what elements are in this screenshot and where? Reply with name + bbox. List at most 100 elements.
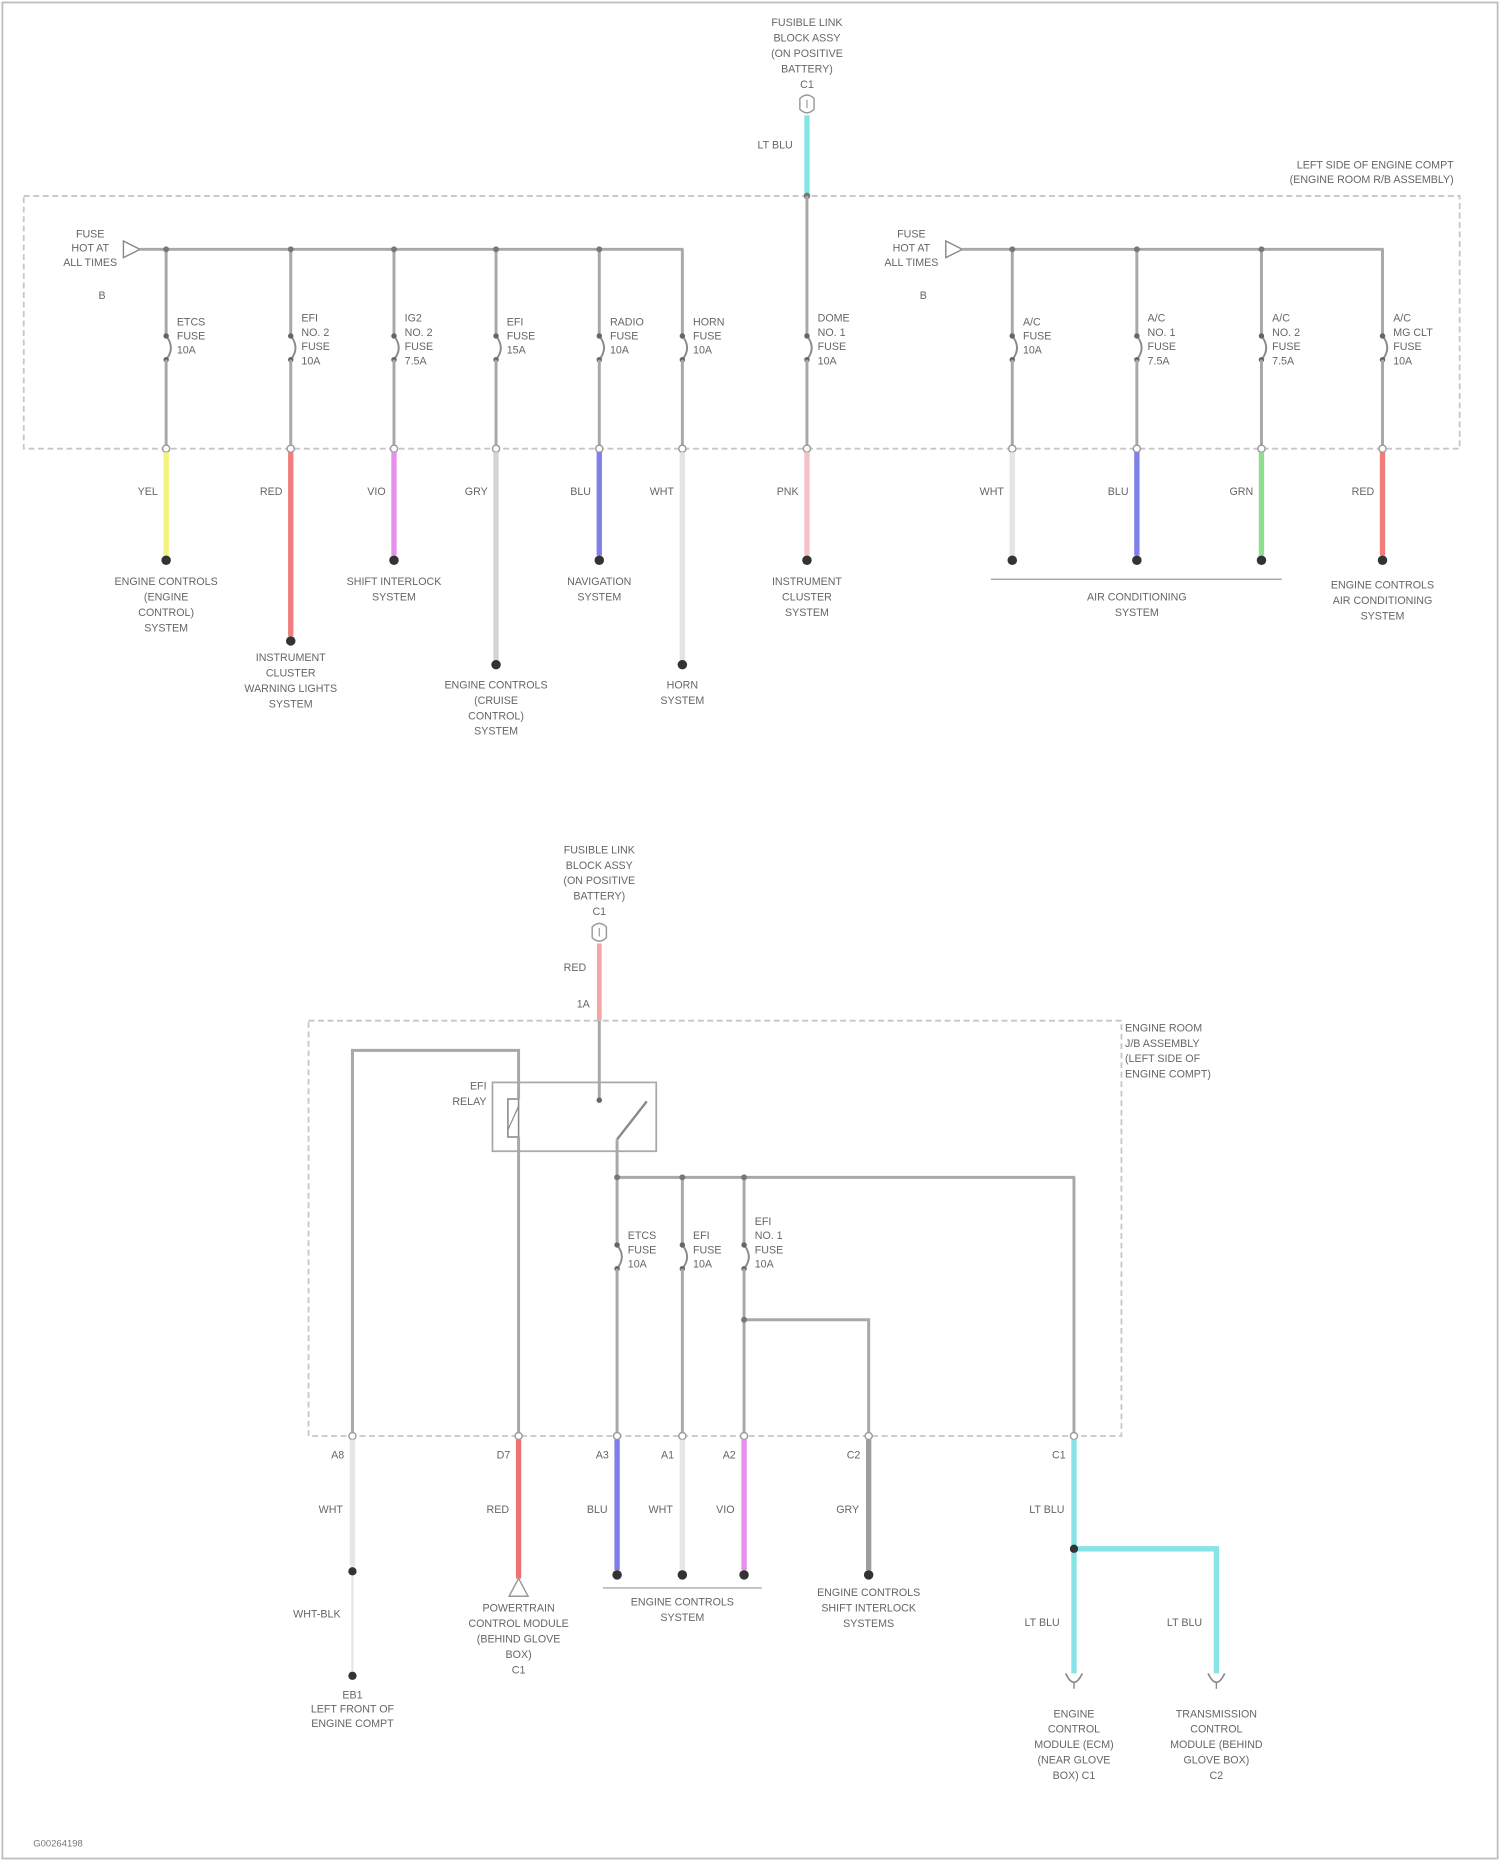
component-label-line: BOX) bbox=[506, 1649, 532, 1661]
wire-color-label: WHT bbox=[649, 1504, 674, 1516]
terminal-dot bbox=[1008, 556, 1017, 565]
terminal-dot bbox=[389, 556, 398, 565]
input-label-line: HOT AT bbox=[893, 243, 931, 255]
wire-color-label: WHT-BLK bbox=[293, 1609, 340, 1621]
fuse-label-line: 7.5A bbox=[405, 355, 428, 367]
terminal-dot bbox=[491, 660, 500, 669]
pin-label: A1 bbox=[661, 1450, 674, 1462]
wire-color-label: BLU bbox=[570, 486, 591, 498]
pin-label: 1A bbox=[577, 999, 591, 1011]
pin-label: A2 bbox=[723, 1450, 736, 1462]
fuse-label-line: FUSE bbox=[1148, 341, 1176, 353]
system-label-line: SHIFT INTERLOCK bbox=[347, 576, 442, 588]
fuse-label-line: FUSE bbox=[755, 1244, 783, 1256]
fuse-label-line: 10A bbox=[177, 345, 197, 357]
terminal-dot bbox=[595, 556, 604, 565]
fuse-terminal bbox=[680, 1242, 685, 1247]
pin-label: D7 bbox=[497, 1450, 511, 1462]
wire-color-label: PNK bbox=[777, 486, 799, 498]
terminal-dot bbox=[286, 636, 295, 645]
splice-dot bbox=[596, 246, 602, 252]
splice-dot bbox=[1259, 246, 1265, 252]
splice-dot bbox=[391, 246, 397, 252]
terminal-dot bbox=[864, 1570, 873, 1579]
system-label-line: INSTRUMENT bbox=[772, 576, 842, 588]
fuse-terminal bbox=[804, 333, 809, 338]
wire-color-label: GRY bbox=[465, 486, 488, 498]
splice-dot bbox=[741, 1317, 747, 1323]
system-label-line: SYSTEM bbox=[785, 607, 829, 619]
component-label-line: C1 bbox=[512, 1664, 526, 1676]
fuse-label-line: FUSE bbox=[610, 331, 638, 343]
terminal-dot bbox=[1378, 556, 1387, 565]
box-pin bbox=[492, 445, 499, 452]
system-label-line: AIR CONDITIONING bbox=[1087, 592, 1187, 604]
relay-label-line: EFI bbox=[470, 1081, 487, 1093]
input-label-line: FUSE bbox=[897, 228, 925, 240]
splice-dot bbox=[1070, 1545, 1078, 1553]
wire-color-label: RED bbox=[487, 1504, 510, 1516]
input-label-line: FUSE bbox=[76, 228, 104, 240]
fuse-label-line: ETCS bbox=[177, 316, 205, 328]
terminal-dot bbox=[739, 1570, 748, 1579]
system-label-line: CONTROL) bbox=[138, 607, 194, 619]
box-pin bbox=[163, 445, 170, 452]
box-pin bbox=[1258, 445, 1265, 452]
box-pin bbox=[390, 445, 397, 452]
fuse-label-line: NO. 2 bbox=[301, 327, 329, 339]
wire-color-label: LT BLU bbox=[1167, 1617, 1202, 1629]
fuse-label-line: NO. 1 bbox=[1148, 327, 1176, 339]
source-label-line: BLOCK ASSY bbox=[566, 860, 633, 872]
fuse-label-line: 10A bbox=[693, 1259, 713, 1271]
box-label-line: ENGINE ROOM bbox=[1125, 1022, 1202, 1034]
fuse-label-line: NO. 1 bbox=[755, 1230, 783, 1242]
fuse-terminal bbox=[741, 1242, 746, 1247]
system-label-line: SYSTEM bbox=[577, 592, 621, 604]
wire-color-label: BLU bbox=[1108, 486, 1129, 498]
splice-dot bbox=[614, 1174, 620, 1180]
wire-color-label: YEL bbox=[138, 486, 158, 498]
wire-color-label: RED bbox=[260, 486, 283, 498]
system-label-line: SYSTEM bbox=[144, 622, 188, 634]
box-pin bbox=[287, 445, 294, 452]
component-label-line: POWERTRAIN bbox=[483, 1603, 555, 1615]
input-label-line: ALL TIMES bbox=[63, 257, 117, 269]
component-label-line: (NEAR GLOVE bbox=[1037, 1755, 1110, 1767]
figure-id: G00264198 bbox=[33, 1839, 83, 1850]
fuse-terminal bbox=[597, 333, 602, 338]
system-label-line: HORN bbox=[667, 679, 698, 691]
fuse-label-line: 7.5A bbox=[1148, 355, 1171, 367]
system-label-line: WARNING LIGHTS bbox=[244, 683, 337, 695]
pin-label: A3 bbox=[596, 1450, 609, 1462]
wire-color-label: GRY bbox=[836, 1504, 859, 1516]
fuse-terminal bbox=[680, 333, 685, 338]
component-label-line: (BEHIND GLOVE bbox=[477, 1634, 561, 1646]
component-label-line: MODULE (ECM) bbox=[1034, 1739, 1113, 1751]
fuse-label-line: A/C bbox=[1148, 313, 1166, 325]
box-pin bbox=[803, 445, 810, 452]
fuse-label-line: A/C bbox=[1393, 313, 1411, 325]
system-label-line: SYSTEM bbox=[660, 1612, 704, 1624]
component-label-line: MODULE (BEHIND bbox=[1170, 1739, 1263, 1751]
fuse-label-line: 10A bbox=[693, 345, 713, 357]
terminal-dot bbox=[678, 660, 687, 669]
input-label-line: ALL TIMES bbox=[884, 257, 938, 269]
wire-color-label: WHT bbox=[650, 486, 675, 498]
system-label-line: ENGINE CONTROLS bbox=[115, 576, 218, 588]
fuse-label-line: FUSE bbox=[405, 341, 433, 353]
fuse-label-line: FUSE bbox=[1272, 341, 1300, 353]
fuse-label-line: 10A bbox=[628, 1259, 648, 1271]
splice-dot bbox=[679, 1174, 685, 1180]
fuse-label-line: FUSE bbox=[507, 331, 535, 343]
fuse-label-line: ETCS bbox=[628, 1230, 656, 1242]
source-label-line: FUSIBLE LINK bbox=[564, 844, 635, 856]
system-label-line: ENGINE CONTROLS bbox=[631, 1597, 734, 1609]
fuse-label-line: DOME bbox=[818, 313, 850, 325]
wire-color-label: LT BLU bbox=[758, 139, 793, 151]
fuse-terminal bbox=[391, 333, 396, 338]
source-label-line: C1 bbox=[800, 79, 814, 91]
terminal-dot bbox=[612, 1570, 621, 1579]
fuse-label-line: FUSE bbox=[1023, 331, 1051, 343]
splice-dot bbox=[1009, 246, 1015, 252]
fuse-label-line: HORN bbox=[693, 316, 724, 328]
